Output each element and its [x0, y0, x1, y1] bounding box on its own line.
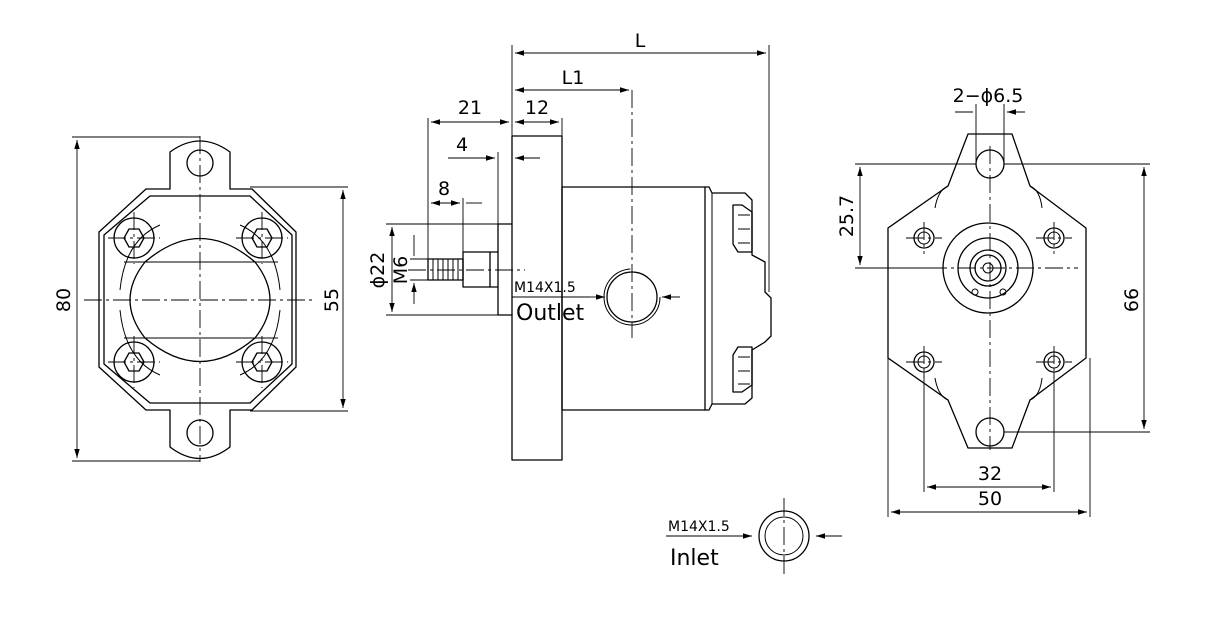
front-view: 80 55 — [53, 136, 348, 462]
dim-25-7-label: 25.7 — [836, 195, 858, 237]
side-view: L L1 21 12 4 8 ϕ22 M6 M14X1.5 Outlet — [367, 30, 772, 461]
dim-8-label: 8 — [438, 178, 450, 200]
dim-L-label: L — [635, 30, 646, 52]
inlet-label: Inlet — [670, 546, 719, 571]
side-body — [561, 186, 706, 411]
dim-L-extension — [511, 45, 770, 292]
side-thread-hatch — [432, 259, 459, 280]
dim-50-extension — [887, 358, 1091, 517]
rear-view: 2−ϕ6.5 25.7 66 32 50 — [836, 85, 1150, 517]
inlet-thread-label: M14X1.5 — [668, 519, 730, 535]
dim-32-extension — [923, 372, 1055, 492]
outlet-label: Outlet — [516, 301, 585, 326]
dim-m6-label: M6 — [390, 256, 412, 284]
dim-m6-extension — [410, 258, 428, 281]
dim-50-label: 50 — [978, 488, 1002, 510]
dim-80-label: 80 — [53, 288, 75, 312]
side-shaft-collar — [497, 223, 513, 316]
dim-4-label: 4 — [456, 134, 468, 156]
dim-holes-label: 2−ϕ6.5 — [953, 85, 1024, 107]
front-bolts — [113, 217, 283, 383]
dim-80-extension — [72, 136, 200, 462]
side-rear-cover — [704, 186, 772, 411]
dim-L1-label: L1 — [562, 67, 585, 89]
dim-22-label: ϕ22 — [367, 252, 389, 289]
outlet-thread-label: M14X1.5 — [514, 280, 576, 296]
dim-32-label: 32 — [978, 463, 1002, 485]
dim-66-label: 66 — [1121, 288, 1143, 312]
rear-body-fillets — [934, 185, 1043, 401]
front-flange-outline — [98, 140, 297, 460]
dim-55-label: 55 — [321, 288, 343, 312]
dim-21-label: 21 — [458, 97, 482, 119]
inlet-detail: M14X1.5 Inlet — [666, 498, 842, 574]
dim-55-extension — [250, 186, 348, 412]
side-cover-bolt-heads — [732, 204, 753, 393]
front-centerlines — [84, 136, 312, 462]
rear-body-outline — [887, 133, 1087, 449]
inlet-thread-circle — [764, 516, 804, 556]
front-body-octagon — [103, 195, 293, 404]
dim-66-extension — [1004, 163, 1150, 433]
side-centerlines — [408, 90, 633, 338]
front-boss-arcs — [119, 224, 281, 376]
side-shaft — [462, 251, 499, 288]
dim-12-label: 12 — [525, 97, 549, 119]
side-shaft-thread — [427, 258, 464, 281]
dim-22-extension — [386, 223, 498, 316]
rear-centerlines — [900, 146, 1078, 450]
side-bolt-hatch — [738, 214, 750, 385]
side-flange — [511, 135, 563, 461]
dim-25-7-extension — [855, 163, 976, 269]
front-bore-edges — [124, 261, 278, 339]
